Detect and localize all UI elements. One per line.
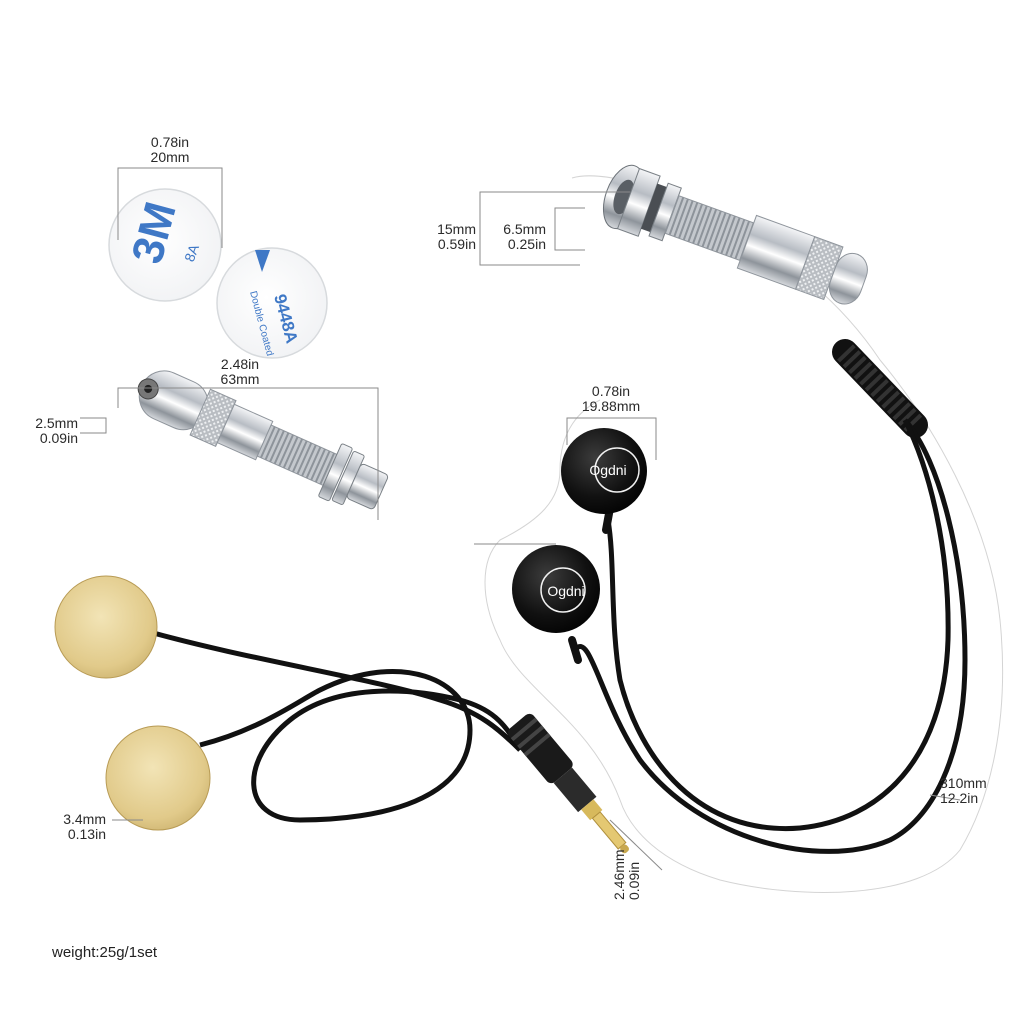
adhesive-tape-disc-1: 3M 8A bbox=[108, 188, 222, 302]
dim-endpin-tip-mm: 2.5mm bbox=[35, 415, 78, 431]
piezo-disc-2 bbox=[105, 725, 211, 831]
dim-jack-inner: 6.5mm 0.25in bbox=[486, 222, 546, 252]
y-cable bbox=[573, 339, 968, 854]
piezo-disc-1 bbox=[54, 575, 158, 679]
dim-cable-length-in: 12.2in bbox=[940, 790, 979, 806]
dimension-lines bbox=[80, 167, 961, 871]
black-pickup-2: Ogdni bbox=[512, 545, 600, 664]
dim-endpin-tip-in: 0.09in bbox=[39, 430, 78, 446]
dim-jack-outer-in: 0.59in bbox=[437, 236, 476, 252]
pickup-1-brand: Ogdni bbox=[589, 462, 626, 478]
endpin-jack-right bbox=[602, 164, 868, 305]
dim-plug-diameter-mm: 2.46mm bbox=[611, 849, 627, 900]
dim-disc-diameter-in: 0.78in bbox=[150, 134, 190, 150]
dim-cable-length-mm: 310mm bbox=[940, 775, 987, 791]
dim-jack-inner-in: 0.25in bbox=[507, 236, 546, 252]
pickup-2-brand: Ogdni bbox=[547, 583, 584, 599]
dim-plug-diameter-in: 0.09in bbox=[626, 861, 642, 900]
dim-endpin-tip: 2.5mm 0.09in bbox=[20, 416, 78, 446]
dim-disc-diameter-mm: 20mm bbox=[150, 149, 190, 165]
shadow-outline bbox=[484, 175, 1004, 893]
dim-plug-diameter: 2.46mm 0.09in bbox=[611, 849, 642, 900]
dim-cable-length: 310mm 12.2in bbox=[940, 776, 1010, 806]
mono-plug bbox=[508, 713, 629, 854]
dim-pickup-diameter-in: 0.78in bbox=[591, 383, 631, 399]
black-pickup-1: Ogdni bbox=[561, 428, 647, 534]
dim-pickup-diameter: 0.78in 19.88mm bbox=[566, 384, 656, 414]
dim-jack-length-in: 2.48in bbox=[220, 356, 260, 372]
dim-jack-outer: 15mm 0.59in bbox=[418, 222, 476, 252]
weight-label: weight:25g/1set bbox=[52, 944, 158, 961]
dim-disc-diameter: 0.78in 20mm bbox=[134, 135, 206, 165]
dim-piezo-thickness-mm: 3.4mm bbox=[63, 811, 106, 827]
dim-piezo-thickness-in: 0.13in bbox=[67, 826, 106, 842]
dim-jack-inner-mm: 6.5mm bbox=[503, 221, 546, 237]
piezo-cable bbox=[149, 629, 523, 823]
dim-jack-length-mm: 63mm bbox=[220, 371, 260, 387]
dim-piezo-thickness: 3.4mm 0.13in bbox=[40, 812, 106, 842]
tape-code-text: 8A bbox=[181, 242, 202, 264]
dim-pickup-diameter-mm: 19.88mm bbox=[581, 398, 641, 414]
endpin-jack-left bbox=[137, 370, 389, 510]
dim-jack-length: 2.48in 63mm bbox=[200, 357, 280, 387]
dim-jack-outer-mm: 15mm bbox=[437, 221, 476, 237]
adhesive-tape-disc-2: 9448A Double Coated bbox=[216, 247, 328, 359]
